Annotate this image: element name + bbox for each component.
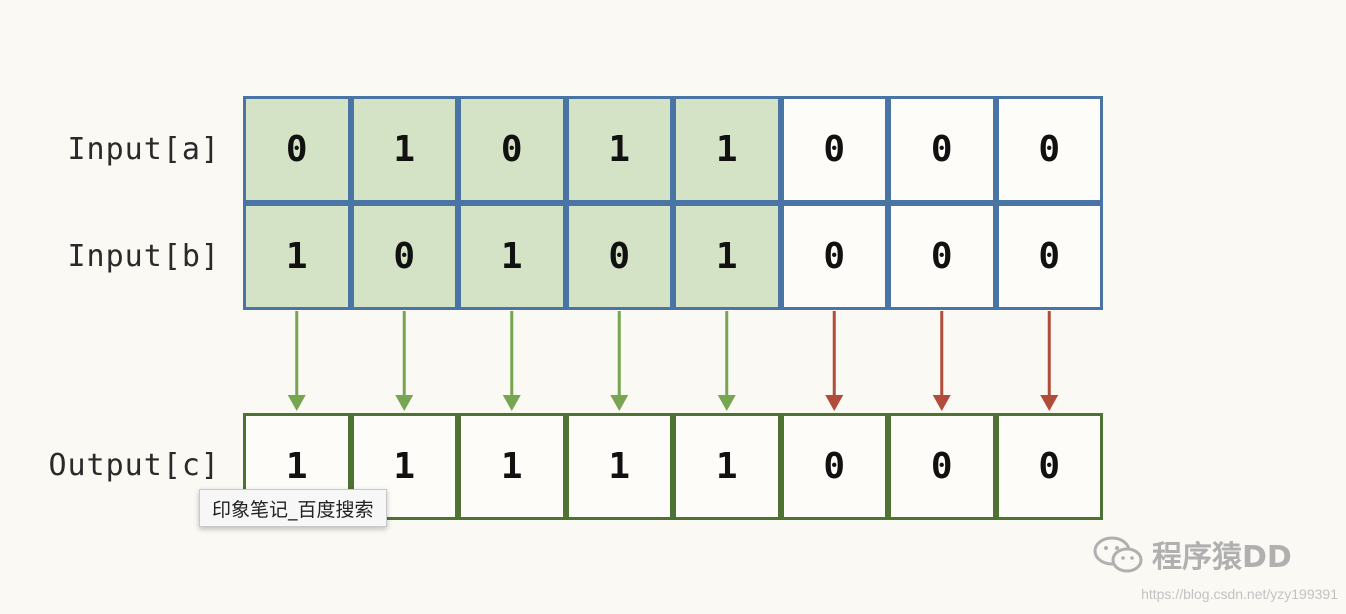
arrow [825, 311, 844, 411]
input-a-cell: 0 [995, 96, 1103, 203]
input-a-cell: 0 [458, 96, 566, 203]
input-b-cell: 1 [243, 203, 351, 310]
input-a-cell: 0 [243, 96, 351, 203]
watermark: 程序猿DD [1092, 532, 1292, 576]
input-a-cell: 1 [350, 96, 458, 203]
input-b-cell: 0 [350, 203, 458, 310]
output-c-cell: 1 [458, 413, 566, 520]
input-b-cell: 0 [995, 203, 1103, 310]
input-a-cell: 0 [888, 96, 996, 203]
arrow [1040, 311, 1059, 411]
arrow [932, 311, 951, 411]
input-a-cell: 1 [673, 96, 781, 203]
input-a-cell: 0 [780, 96, 888, 203]
watermark-url: https://blog.csdn.net/yzy199391 [1141, 586, 1338, 602]
output-c-cell: 1 [673, 413, 781, 520]
arrow [395, 311, 414, 411]
output-c-cell: 1 [565, 413, 673, 520]
tooltip: 印象笔记_百度搜索 [199, 489, 387, 527]
output-c-cell: 0 [995, 413, 1103, 520]
arrow [502, 311, 521, 411]
input-a-cell: 1 [565, 96, 673, 203]
row-label-output-c: Output[c] [48, 448, 220, 483]
arrow [610, 311, 629, 411]
output-c-cell: 0 [780, 413, 888, 520]
row-label-input-b: Input[b] [67, 239, 220, 274]
tooltip-text: 印象笔记_百度搜索 [212, 498, 374, 521]
input-b-cell: 0 [780, 203, 888, 310]
arrow [287, 311, 306, 411]
arrow [717, 311, 736, 411]
input-b-cell: 0 [888, 203, 996, 310]
input-b-cell: 1 [673, 203, 781, 310]
input-b-cell: 0 [565, 203, 673, 310]
row-label-input-a: Input[a] [67, 132, 220, 167]
output-c-cell: 0 [888, 413, 996, 520]
input-b-cell: 1 [458, 203, 566, 310]
watermark-brand: 程序猿DD [1152, 540, 1292, 575]
wechat-icon [1093, 536, 1143, 573]
